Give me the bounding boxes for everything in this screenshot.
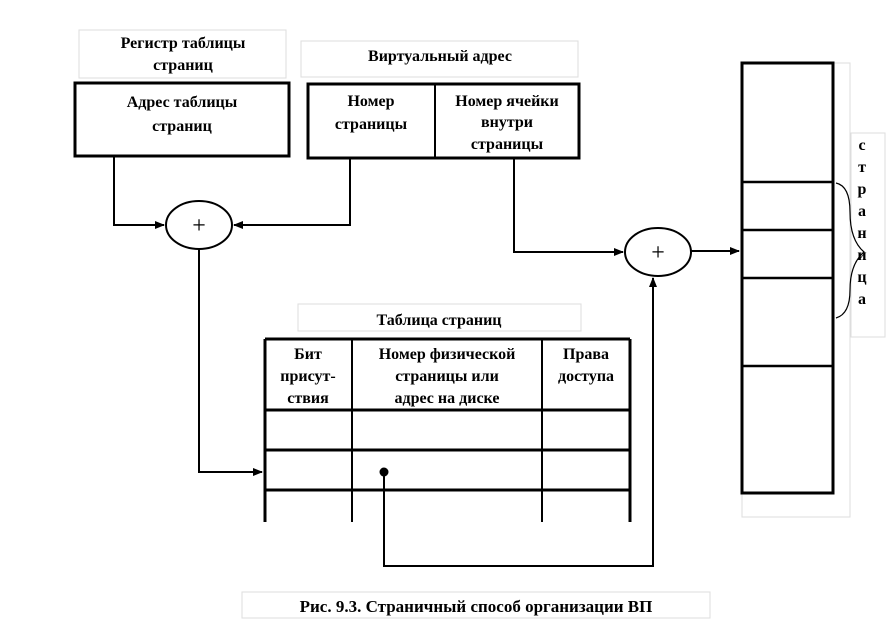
- offset-line-3: страницы: [471, 136, 544, 153]
- column-present-bit-line-3: ствия: [287, 390, 329, 407]
- page-label-letter-7: ц: [857, 269, 866, 286]
- register-title-line-2: страниц: [153, 57, 213, 74]
- page-number-to-adder-1-arrow: [233, 158, 351, 229]
- column-present-bit-line-2: присут-: [280, 368, 335, 385]
- offset-line-2: внутри: [481, 114, 533, 131]
- column-frame-number-line-3: адрес на диске: [395, 390, 500, 407]
- offset-line-1: Номер ячейки: [455, 93, 558, 110]
- column-frame-number-line-2: страницы или: [395, 368, 499, 385]
- virtual-address-box: [306, 82, 581, 160]
- frame-number-junction-dot: [379, 467, 389, 477]
- page-label-frame: [850, 132, 886, 338]
- page-number-line-1: Номер: [347, 93, 394, 110]
- caption-frame: [241, 591, 711, 619]
- register-to-adder-1-arrow: [113, 156, 165, 229]
- column-frame-number-line-1: Номер физической: [379, 346, 516, 363]
- register-title-line-1: Регистр таблицы: [121, 35, 246, 52]
- page-vertical-label: с т р а н и ц а: [857, 137, 866, 308]
- virtual-address-title: Виртуальный адрес: [368, 48, 512, 65]
- offset-to-adder-2-arrow: [513, 158, 624, 256]
- page-label-letter-4: а: [858, 203, 866, 220]
- column-access-rights-line-1: Права: [563, 346, 609, 363]
- page-label-letter-8: а: [858, 291, 866, 308]
- page-table-title-frame: [297, 303, 582, 332]
- register-title-frame: [78, 29, 287, 79]
- page-table-grid: [263, 337, 632, 522]
- register-box-line-1: Адрес таблицы: [127, 94, 238, 111]
- figure-caption: Рис. 9.3. Страничный способ организации …: [300, 597, 653, 616]
- adder-2-symbol: +: [651, 240, 665, 266]
- column-present-bit-line-1: Бит: [294, 346, 322, 363]
- page-number-line-2: страницы: [335, 116, 408, 133]
- column-access-rights-line-2: доступа: [558, 368, 614, 385]
- page-label-letter-1: с: [858, 137, 865, 154]
- page-label-letter-6: и: [857, 247, 866, 264]
- register-box: [73, 81, 291, 158]
- frame-number-to-adder-2-arrow: [383, 277, 657, 567]
- adder-1-symbol: +: [192, 213, 206, 239]
- page-table-title: Таблица страниц: [377, 312, 502, 329]
- page-label-letter-5: н: [857, 225, 866, 242]
- page-label-letter-2: т: [858, 159, 866, 176]
- page-brace: [835, 182, 865, 319]
- virtual-address-title-frame: [300, 40, 579, 78]
- adder-1-to-page-table-arrow: [198, 249, 263, 476]
- register-box-line-2: страниц: [152, 118, 212, 135]
- page-label-letter-3: р: [858, 181, 867, 198]
